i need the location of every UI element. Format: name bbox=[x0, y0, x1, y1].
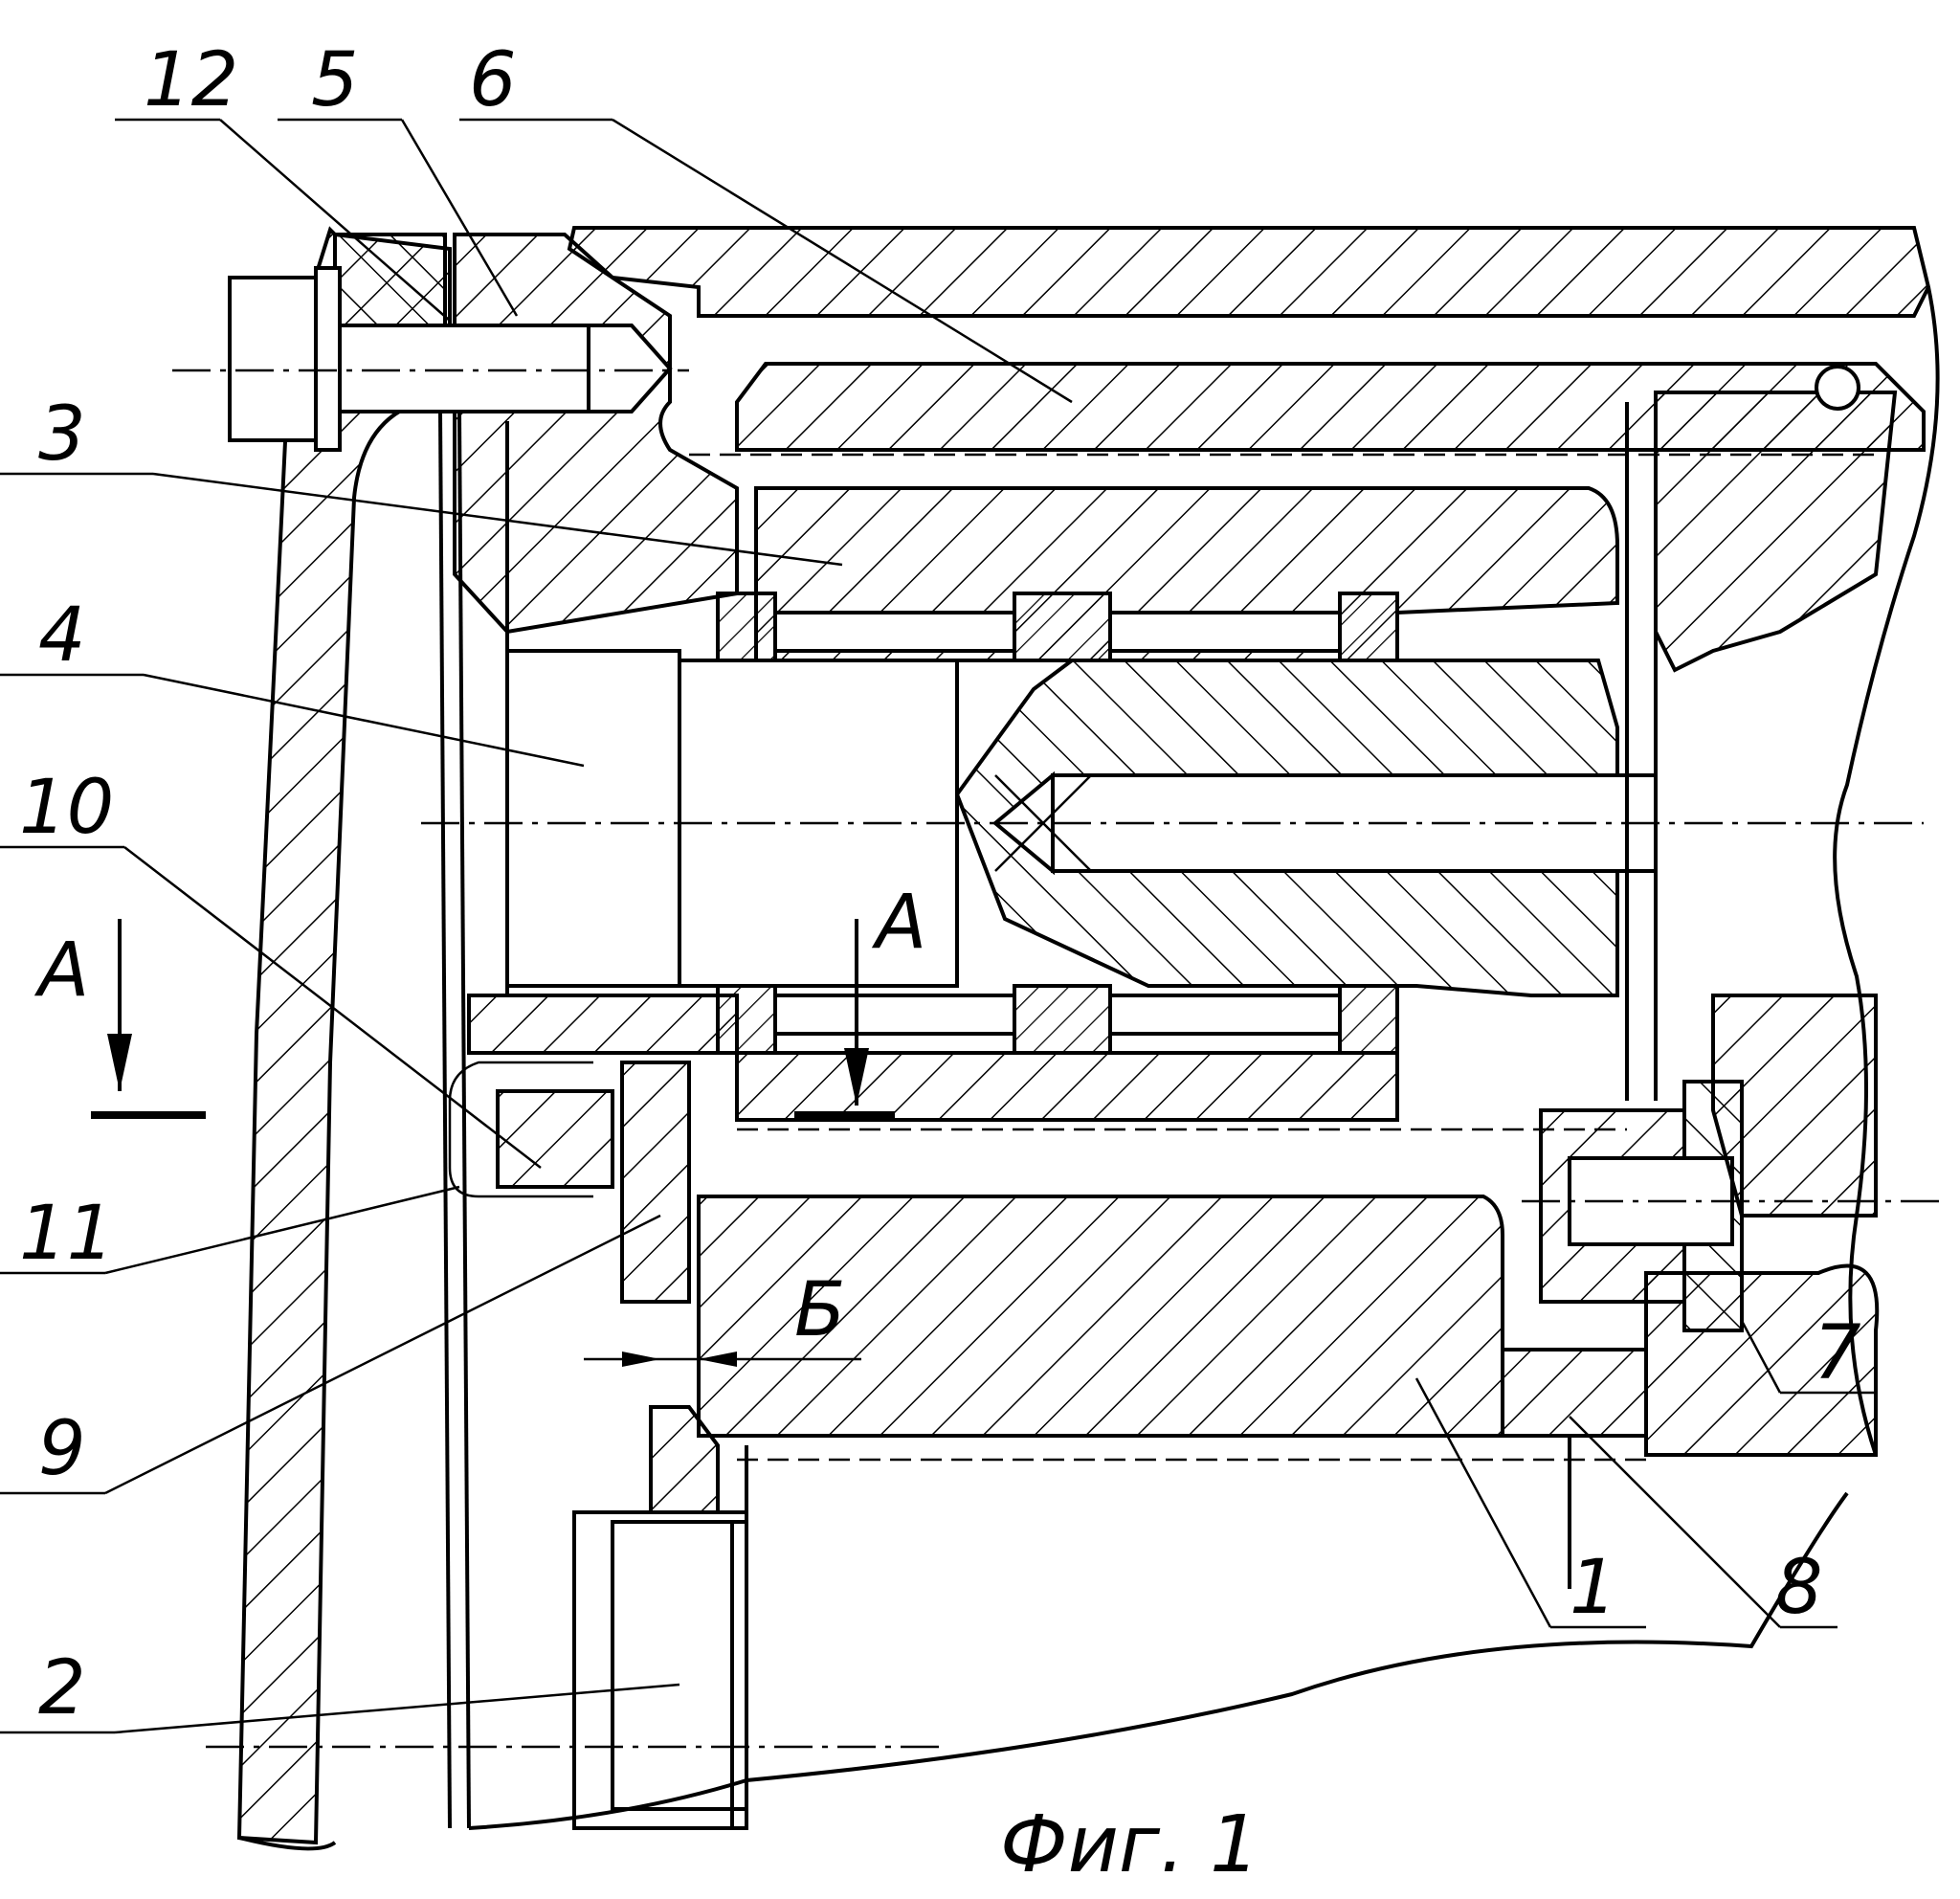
label-part-6: 6 bbox=[469, 37, 517, 123]
label-part-2: 2 bbox=[38, 1645, 86, 1731]
label-part-8: 8 bbox=[1775, 1545, 1823, 1631]
figure-caption: Фиг. 1 bbox=[1000, 1799, 1259, 1890]
inner-ring-left bbox=[469, 995, 737, 1053]
retaining-ring-part-10 bbox=[498, 1091, 612, 1187]
section-arrow-a-left bbox=[91, 919, 206, 1115]
needle-bearings-lower bbox=[718, 986, 1397, 1053]
label-part-1: 1 bbox=[1570, 1545, 1617, 1631]
housing-left-wall bbox=[239, 230, 450, 1843]
shaft-part-4 bbox=[507, 651, 679, 986]
label-part-4: 4 bbox=[38, 592, 86, 679]
sleeve-part-9 bbox=[622, 1062, 689, 1302]
section-label-a-center: А bbox=[871, 880, 926, 966]
planet-gear-lower bbox=[737, 1053, 1397, 1120]
flange-part-5 bbox=[455, 235, 737, 632]
carrier-right-arm bbox=[1656, 392, 1895, 670]
bolt-head bbox=[230, 278, 316, 440]
carrier-right-lower bbox=[1713, 995, 1876, 1216]
bolt-shank bbox=[340, 325, 589, 412]
bolt-washer bbox=[316, 268, 340, 450]
label-part-5: 5 bbox=[311, 37, 359, 123]
pin-circle bbox=[1816, 367, 1859, 409]
label-part-10: 10 bbox=[19, 765, 114, 851]
label-part-11: 11 bbox=[19, 1191, 114, 1277]
section-label-a-left: А bbox=[33, 927, 89, 1014]
label-part-12: 12 bbox=[144, 37, 238, 123]
housing-top bbox=[569, 228, 1928, 316]
label-part-3: 3 bbox=[38, 391, 86, 478]
gap-label-b: Б bbox=[794, 1267, 846, 1353]
label-part-7: 7 bbox=[1814, 1310, 1861, 1396]
gear-part-2-inner bbox=[612, 1522, 746, 1809]
label-part-9: 9 bbox=[38, 1406, 86, 1492]
